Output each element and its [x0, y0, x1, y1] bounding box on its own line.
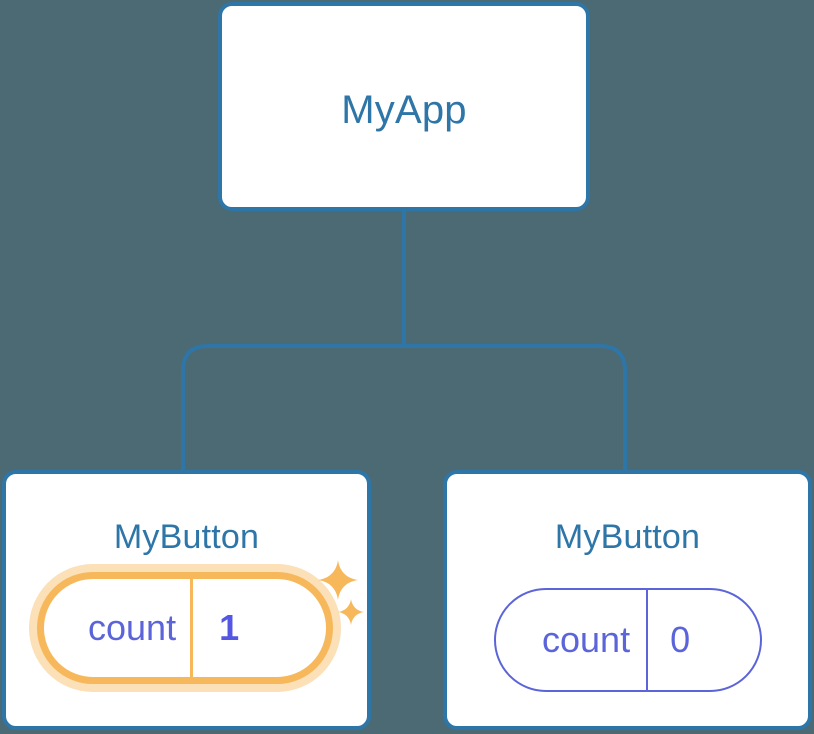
connector-branch-left [181, 344, 404, 472]
node-mybutton-0-title: MyButton [113, 518, 260, 556]
connector-branch-right [404, 344, 627, 472]
state-pill-value-0: 1 [190, 579, 285, 677]
state-pill-value-1: 0 [646, 590, 734, 690]
state-pill-key-1: count [542, 619, 631, 660]
state-pill-count-1[interactable]: count 0 [494, 588, 762, 692]
node-myapp[interactable]: MyApp [218, 2, 590, 211]
node-myapp-title: MyApp [341, 88, 467, 132]
node-mybutton-1-title: MyButton [554, 518, 701, 556]
state-pill-key-0: count [88, 607, 177, 648]
state-pill-count-0[interactable]: count 1 [37, 572, 333, 684]
